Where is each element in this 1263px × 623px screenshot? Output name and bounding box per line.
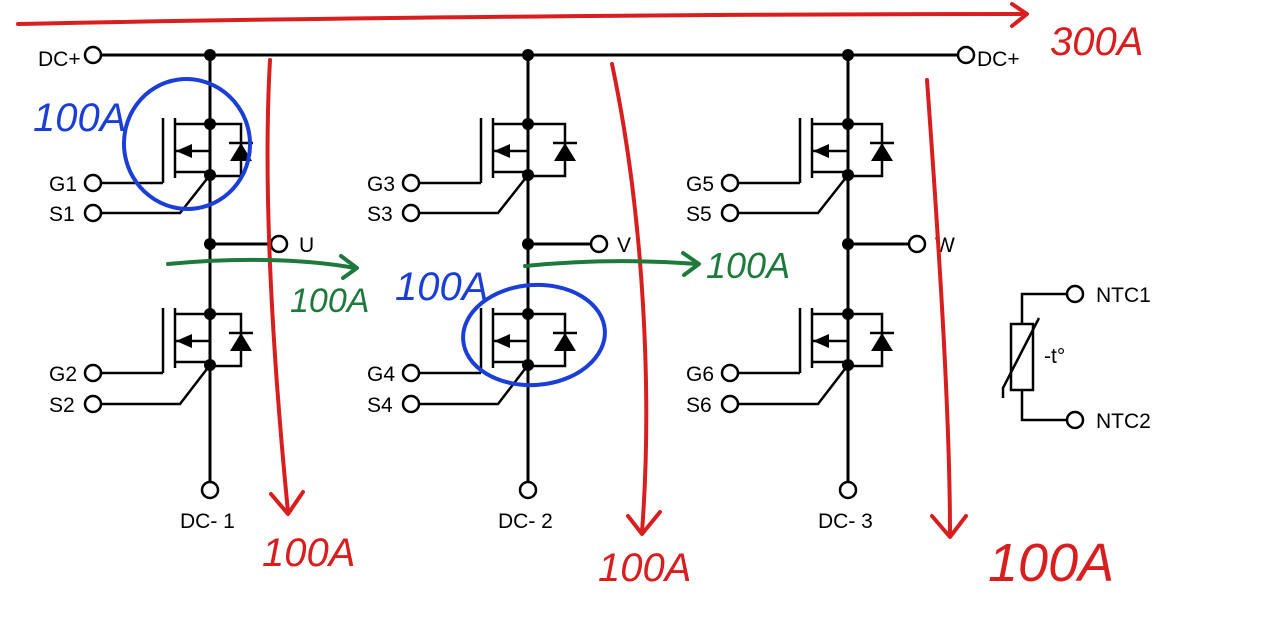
leg-2: DC- 2 V G3 S3	[367, 49, 631, 533]
dc-minus-1-label: DC- 1	[180, 510, 235, 533]
mosfet-q1	[101, 118, 253, 215]
g4-label: G4	[367, 363, 395, 386]
total-current-label: 300A	[1050, 20, 1143, 64]
phase-v-current-arrow	[523, 251, 701, 277]
leg3-current-label: 100A	[988, 533, 1114, 593]
phase-u-current-label: 100A	[290, 282, 369, 320]
ntc2-label: NTC2	[1096, 410, 1151, 433]
s6-terminal	[720, 394, 740, 414]
g3-terminal	[401, 173, 421, 193]
g6-terminal	[720, 363, 740, 383]
g1-terminal	[83, 173, 103, 193]
s1-terminal	[83, 203, 103, 223]
dc-minus-1-terminal	[200, 480, 220, 500]
u-label: U	[299, 234, 314, 257]
s2-terminal	[83, 394, 103, 414]
mosfet-q3	[419, 118, 577, 215]
s5-label: S5	[686, 203, 712, 226]
dc-minus-2-terminal	[518, 480, 538, 500]
v-label: V	[617, 234, 631, 257]
q1-highlight-circle	[121, 77, 253, 211]
w-terminal	[907, 234, 927, 254]
mosfet-q5	[738, 118, 894, 215]
dc-minus-3-terminal	[838, 480, 858, 500]
leg1-current-arrow	[265, 58, 305, 516]
s6-label: S6	[686, 394, 712, 417]
switch4-current-label: 100A	[395, 265, 488, 309]
leg-1: DC- 1 U G1 S1	[49, 49, 314, 533]
g3-label: G3	[367, 173, 395, 196]
s3-terminal	[401, 203, 421, 223]
dc-minus-2-label: DC- 2	[498, 510, 553, 533]
dc-plus-left-label: DC+	[38, 48, 81, 71]
leg2-current-label: 100A	[598, 546, 691, 590]
ntc1-label: NTC1	[1096, 284, 1151, 307]
dc-plus-right-label: DC+	[977, 48, 1020, 71]
g2-terminal	[83, 363, 103, 383]
switch1-current-label: 100A	[33, 96, 126, 140]
mosfet-q6	[738, 308, 894, 406]
g4-terminal	[401, 363, 421, 383]
u-terminal	[269, 234, 289, 254]
q4-highlight-circle	[461, 282, 607, 388]
s2-label: S2	[49, 394, 75, 417]
ntc2-terminal	[1065, 410, 1085, 430]
s4-label: S4	[367, 394, 393, 417]
dc-plus-left-terminal	[83, 45, 103, 65]
leg-3: DC- 3 W G5 S5	[686, 49, 955, 533]
dc-minus-3-label: DC- 3	[818, 510, 873, 533]
s1-label: S1	[49, 203, 75, 226]
g2-label: G2	[49, 363, 77, 386]
v-terminal	[589, 234, 609, 254]
s3-label: S3	[367, 203, 393, 226]
dc-plus-right-terminal	[956, 45, 976, 65]
g5-label: G5	[686, 173, 714, 196]
leg2-current-arrow	[610, 62, 662, 536]
s5-terminal	[720, 203, 740, 223]
leg3-current-arrow	[925, 78, 968, 539]
thermistor-symbol-label: -t°	[1044, 345, 1065, 368]
mosfet-q2	[101, 308, 253, 406]
phase-u-current-arrow	[166, 254, 359, 280]
mosfet-q4	[419, 308, 577, 406]
ntc1-terminal	[1065, 284, 1085, 304]
total-current-arrow	[16, 2, 1029, 28]
g1-label: G1	[49, 173, 77, 196]
ntc-thermistor: NTC1 NTC2 -t°	[1001, 284, 1151, 433]
phase-v-current-label: 100A	[706, 245, 790, 286]
leg1-current-label: 100A	[262, 531, 355, 575]
s4-terminal	[401, 394, 421, 414]
g5-terminal	[720, 173, 740, 193]
g6-label: G6	[686, 363, 714, 386]
